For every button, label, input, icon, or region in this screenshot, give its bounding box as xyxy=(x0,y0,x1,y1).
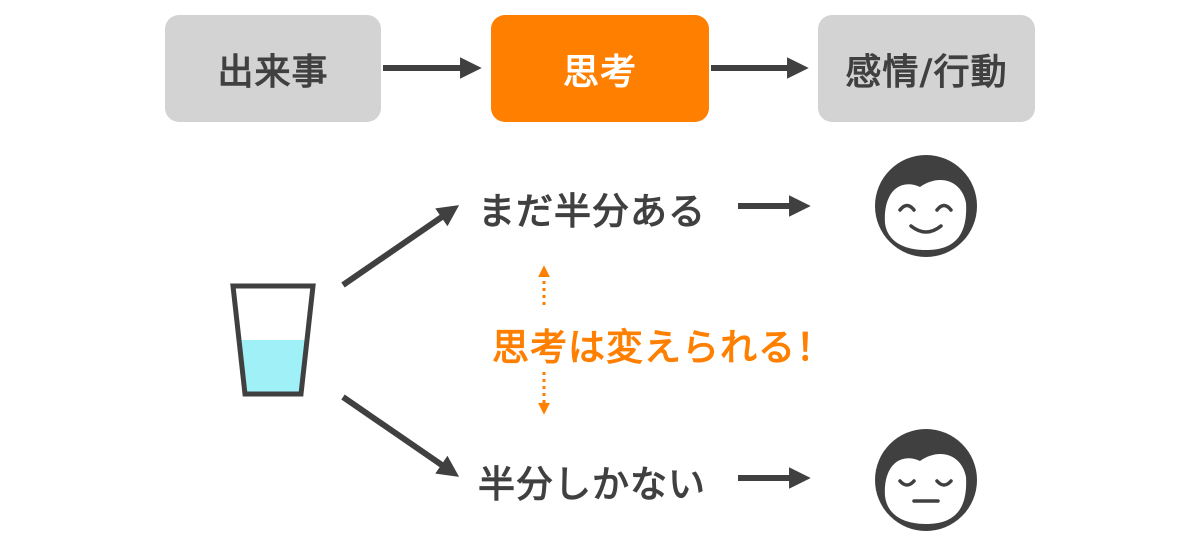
expressionless-face-icon xyxy=(875,429,977,531)
thought-changeable-message: 思考は変えられる！ xyxy=(492,326,834,369)
thought-label: 思考 xyxy=(562,51,637,93)
emotion-action-label: 感情/行動 xyxy=(845,51,1008,93)
smiling-face-icon xyxy=(875,155,977,257)
thought-box: 思考 xyxy=(491,15,709,122)
positive-thought-label: まだ半分ある xyxy=(478,190,706,233)
event-label: 出来事 xyxy=(217,51,329,93)
event-box: 出来事 xyxy=(165,15,381,122)
arrow-glass-to-positive xyxy=(341,205,460,288)
emotion-action-box: 感情/行動 xyxy=(818,15,1035,122)
glass-of-water-icon xyxy=(230,283,316,397)
arrow-glass-to-negative xyxy=(341,394,460,477)
negative-thought-label: 半分しかない xyxy=(478,463,706,506)
